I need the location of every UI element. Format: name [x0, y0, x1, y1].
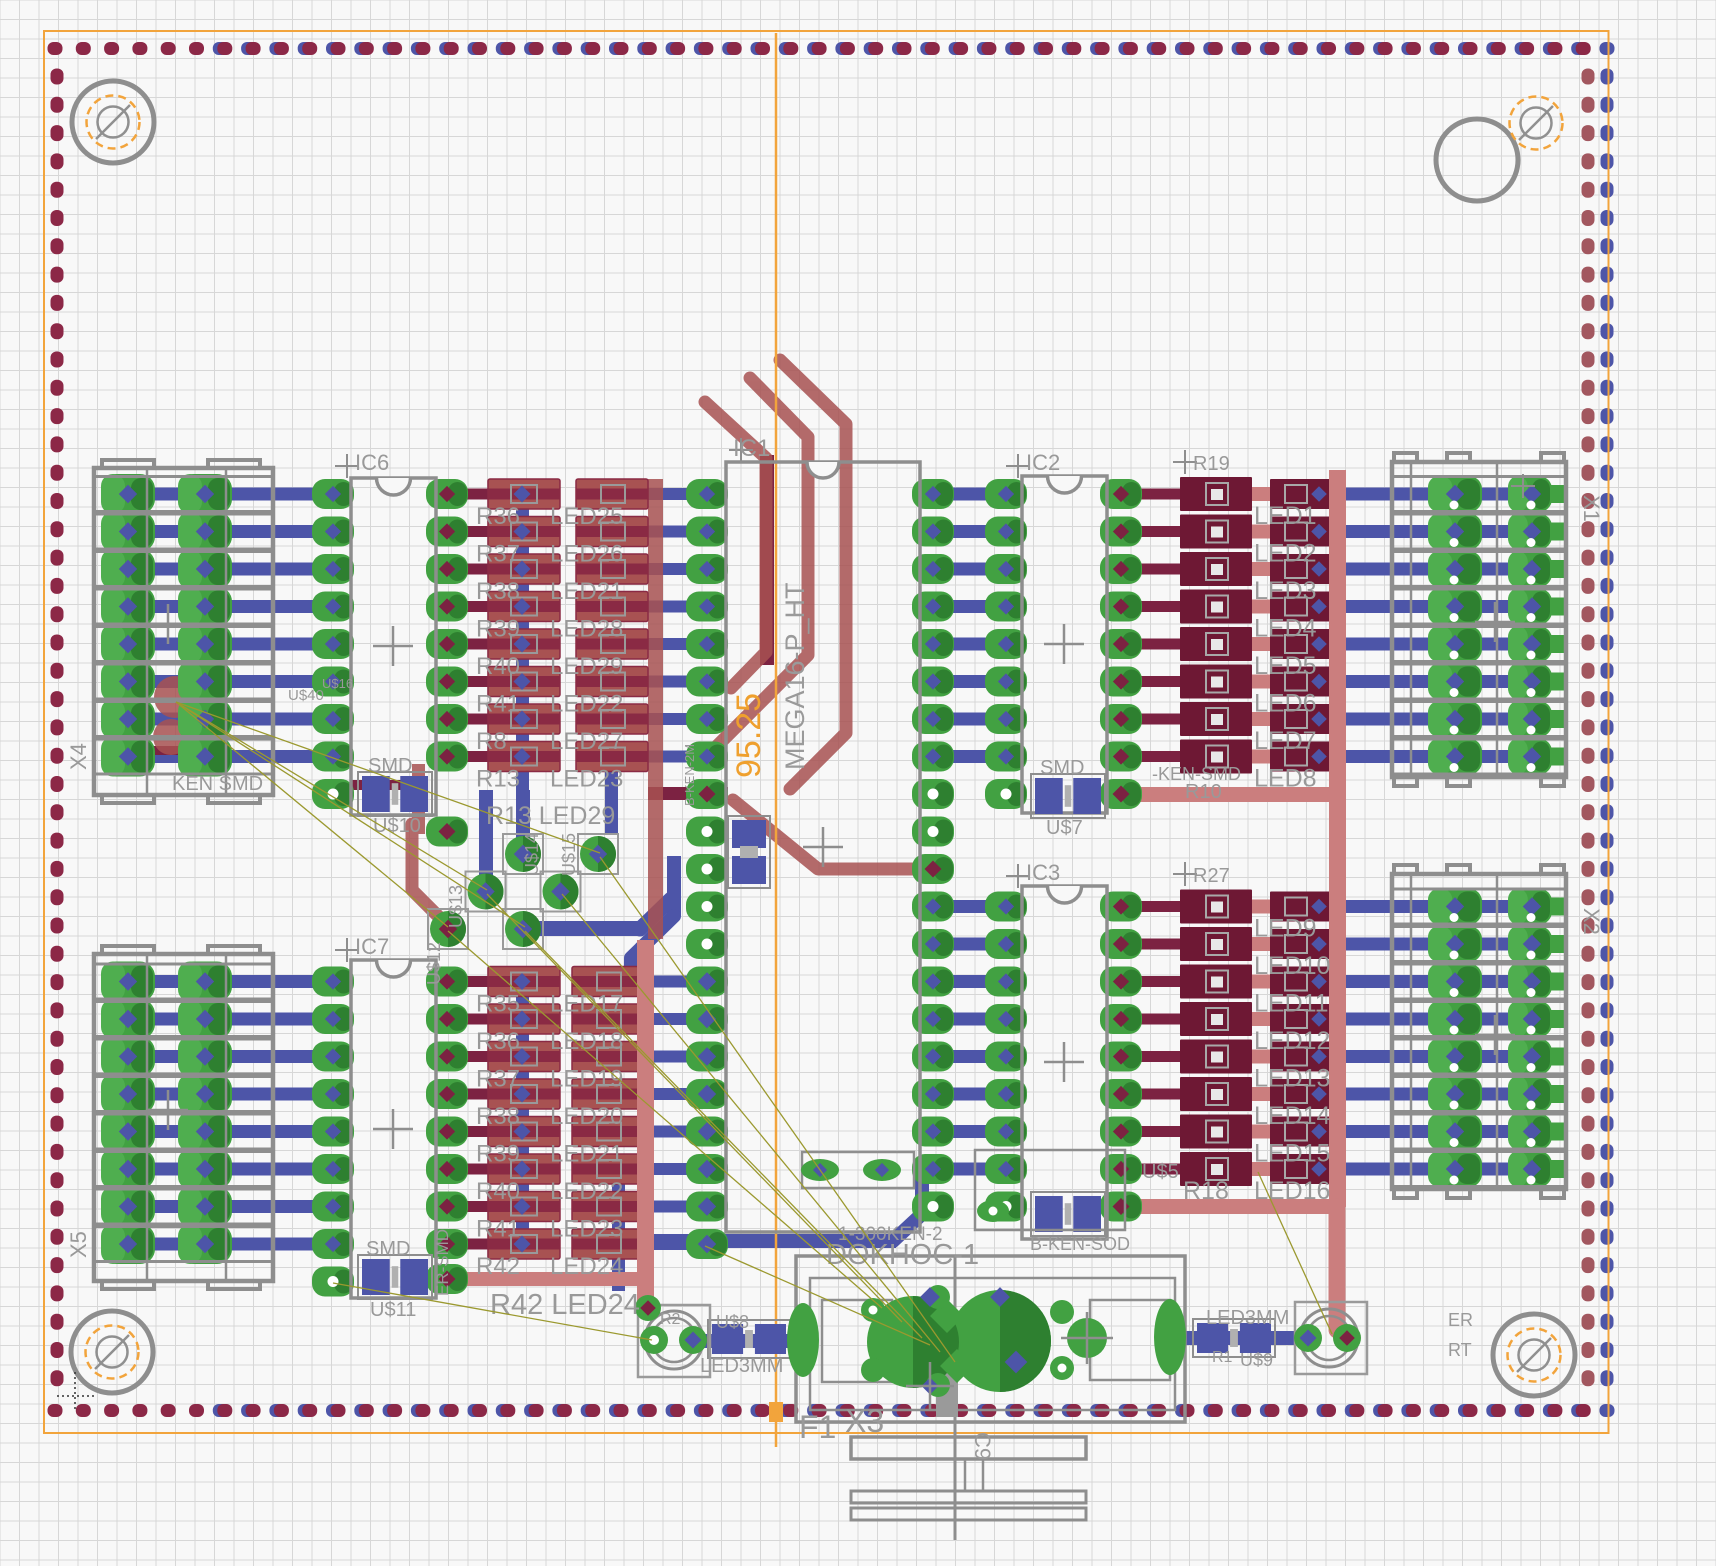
svg-text:1-300KEN-2: 1-300KEN-2 — [838, 1224, 943, 1245]
svg-text:LED26: LED26 — [550, 541, 623, 568]
svg-text:LED15: LED15 — [1254, 1140, 1330, 1168]
svg-text:SMD: SMD — [366, 1238, 410, 1260]
svg-text:R39: R39 — [476, 1141, 520, 1168]
svg-text:LED3: LED3 — [1254, 577, 1317, 605]
svg-text:R18: R18 — [1183, 1177, 1229, 1205]
svg-text:MEGA16-P_HT: MEGA16-P_HT — [780, 582, 810, 770]
svg-text:-KEN-SMD: -KEN-SMD — [1152, 764, 1241, 784]
svg-text:LED18: LED18 — [550, 1028, 623, 1055]
svg-text:X1: X1 — [1579, 495, 1604, 522]
svg-text:R40: R40 — [476, 1178, 520, 1205]
svg-text:R38: R38 — [476, 578, 520, 605]
svg-text:R36: R36 — [476, 503, 520, 530]
svg-text:SMD: SMD — [368, 755, 412, 777]
svg-text:R39: R39 — [476, 616, 520, 643]
svg-text:R2: R2 — [660, 1311, 681, 1328]
svg-text:LED19: LED19 — [550, 1066, 623, 1093]
svg-text:ER-SMD: ER-SMD — [433, 1229, 452, 1296]
svg-text:LED6: LED6 — [1254, 690, 1317, 718]
svg-text:R37: R37 — [476, 1066, 520, 1093]
svg-text:LED11: LED11 — [1254, 990, 1329, 1018]
svg-text:R13: R13 — [476, 766, 520, 793]
svg-text:R8: R8 — [476, 728, 507, 755]
svg-text:R19: R19 — [1193, 453, 1230, 475]
svg-text:U$8: U$8 — [716, 1312, 749, 1332]
svg-text:U$14: U$14 — [522, 833, 542, 876]
svg-text:LED4: LED4 — [1254, 615, 1317, 643]
svg-text:95.25: 95.25 — [730, 693, 768, 778]
svg-text:LED13: LED13 — [1254, 1065, 1330, 1093]
svg-text:IC1: IC1 — [733, 435, 770, 462]
svg-text:LED23: LED23 — [550, 1216, 623, 1243]
svg-text:U$5: U$5 — [1142, 1161, 1179, 1183]
svg-text:R40: R40 — [476, 653, 520, 680]
svg-text:C9: C9 — [970, 1432, 995, 1460]
svg-text:U$10: U$10 — [373, 815, 421, 837]
svg-text:LED5: LED5 — [1254, 652, 1317, 680]
svg-text:R41: R41 — [476, 691, 520, 718]
svg-text:LED3MM: LED3MM — [1206, 1307, 1289, 1329]
svg-text:R1: R1 — [1212, 1349, 1233, 1366]
svg-text:U$12: U$12 — [424, 942, 444, 985]
svg-text:R13 LED29: R13 LED29 — [486, 802, 615, 830]
svg-text:U$40: U$40 — [288, 687, 324, 704]
svg-text:IC6: IC6 — [355, 450, 389, 475]
svg-text:LED25: LED25 — [550, 503, 623, 530]
svg-text:R35: R35 — [476, 991, 520, 1018]
svg-text:LED27: LED27 — [550, 728, 623, 755]
svg-text:U$11: U$11 — [370, 1299, 416, 1321]
svg-text:X3: X3 — [845, 1403, 884, 1439]
svg-text:LED1: LED1 — [1254, 502, 1317, 530]
svg-text:B-KEN-2M: B-KEN-2M — [682, 744, 697, 806]
svg-text:RT: RT — [1448, 1340, 1472, 1360]
svg-text:LED28: LED28 — [550, 616, 623, 643]
svg-text:LED22: LED22 — [550, 691, 623, 718]
svg-text:U$7: U$7 — [1046, 817, 1083, 839]
svg-text:U$16: U$16 — [322, 676, 353, 691]
svg-text:LED22: LED22 — [550, 1178, 623, 1205]
svg-text:IC7: IC7 — [355, 934, 389, 959]
svg-text:LED10: LED10 — [1254, 952, 1330, 980]
svg-text:R10: R10 — [1185, 781, 1222, 803]
svg-text:R27: R27 — [1193, 865, 1230, 887]
svg-text:KEN SMD: KEN SMD — [172, 773, 263, 795]
svg-text:LED16: LED16 — [1254, 1177, 1330, 1205]
svg-text:LED21: LED21 — [550, 1141, 623, 1168]
svg-text:R42: R42 — [476, 1253, 520, 1280]
svg-text:ER: ER — [1448, 1310, 1473, 1330]
svg-text:LED23: LED23 — [550, 766, 623, 793]
svg-text:LED12: LED12 — [1254, 1027, 1330, 1055]
svg-text:X4: X4 — [66, 743, 91, 770]
svg-text:LED7: LED7 — [1254, 727, 1317, 755]
svg-text:LED20: LED20 — [550, 1103, 623, 1130]
svg-text:X2: X2 — [1579, 908, 1604, 935]
svg-text:LED8: LED8 — [1254, 765, 1317, 793]
svg-text:B-KEN-SOD: B-KEN-SOD — [1030, 1234, 1130, 1254]
svg-text:IC3: IC3 — [1026, 860, 1060, 885]
svg-text:LED29: LED29 — [550, 653, 623, 680]
svg-text:LED21: LED21 — [550, 578, 623, 605]
svg-text:R38: R38 — [476, 1103, 520, 1130]
svg-text:F1: F1 — [799, 1409, 836, 1445]
svg-text:LED2: LED2 — [1254, 540, 1317, 568]
svg-text:LED24: LED24 — [550, 1253, 623, 1280]
svg-text:X5: X5 — [66, 1231, 91, 1258]
svg-text:U$13: U$13 — [446, 885, 466, 928]
svg-text:R36: R36 — [476, 1028, 520, 1055]
svg-text:R41: R41 — [476, 1216, 520, 1243]
svg-text:R37: R37 — [476, 541, 520, 568]
svg-text:U$9: U$9 — [1240, 1350, 1273, 1370]
svg-text:LED9: LED9 — [1254, 915, 1317, 943]
svg-text:IC2: IC2 — [1026, 450, 1060, 475]
svg-text:R42 LED24: R42 LED24 — [490, 1289, 640, 1321]
svg-text:LED3MM: LED3MM — [700, 1355, 783, 1377]
svg-text:LED14: LED14 — [1254, 1102, 1331, 1130]
svg-text:SMD: SMD — [1040, 757, 1084, 779]
